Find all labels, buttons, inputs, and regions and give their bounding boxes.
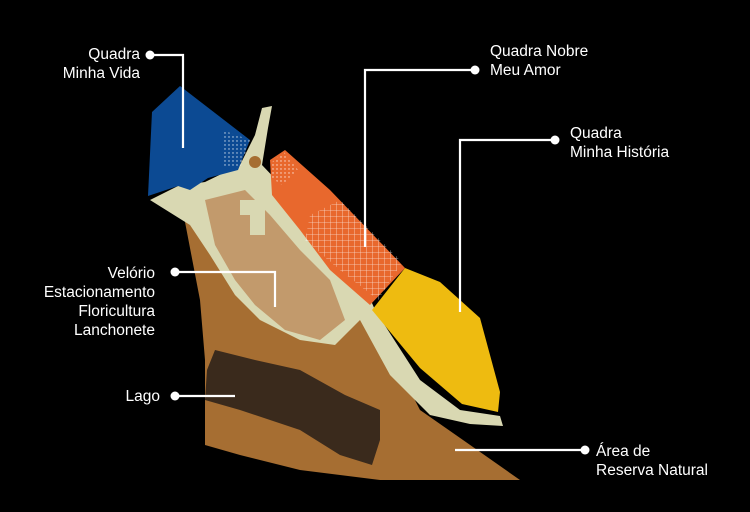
quadra-minha-vida-pattern (222, 130, 250, 168)
dot-nobre (470, 65, 480, 75)
servicos-building (205, 190, 345, 340)
label-line: Minha Vida (62, 65, 140, 82)
leader-historia (458, 138, 555, 312)
quadra-nobre-pattern (305, 200, 402, 300)
label-lago: Lago (126, 387, 160, 406)
label-line: Velório (107, 265, 155, 282)
label-line: Estacionamento (43, 284, 155, 301)
leader-nobre (363, 68, 475, 247)
quadra-nobre-dots (272, 152, 298, 185)
label-quadra-nobre: Quadra Nobre Meu Amor (490, 42, 588, 80)
label-line: Quadra (88, 46, 140, 63)
quadra-historia-zone (372, 268, 500, 412)
label-reserva: Área de Reserva Natural (596, 442, 708, 480)
dot-lago (170, 391, 180, 401)
label-line: Quadra Nobre (490, 43, 589, 60)
lago-area (205, 350, 380, 465)
label-line: Minha História (570, 144, 670, 161)
path-junction (249, 156, 261, 168)
dot-minha-vida (145, 50, 155, 60)
leader-dots (145, 50, 590, 455)
label-servicos: Velório Estacionamento Floricultura Lanc… (44, 264, 155, 340)
dot-historia (550, 135, 560, 145)
leader-minha-vida (150, 53, 185, 148)
leader-lines (150, 53, 585, 452)
label-line: Lago (125, 388, 160, 405)
label-line: Área de (596, 443, 651, 460)
label-quadra-historia: Quadra Minha História (570, 124, 669, 162)
label-line: Floricultura (78, 303, 155, 320)
label-line: Quadra (570, 125, 622, 142)
path-network (150, 106, 503, 426)
dot-servicos (170, 267, 180, 277)
dot-reserva (580, 445, 590, 455)
quadra-minha-vida-zone (148, 86, 250, 196)
label-line: Reserva Natural (596, 462, 708, 479)
label-quadra-minha-vida: Quadra Minha Vida (63, 45, 140, 83)
label-line: Meu Amor (490, 62, 561, 79)
building-notch (240, 200, 265, 235)
leader-servicos (175, 270, 277, 307)
label-line: Lanchonete (73, 322, 155, 339)
